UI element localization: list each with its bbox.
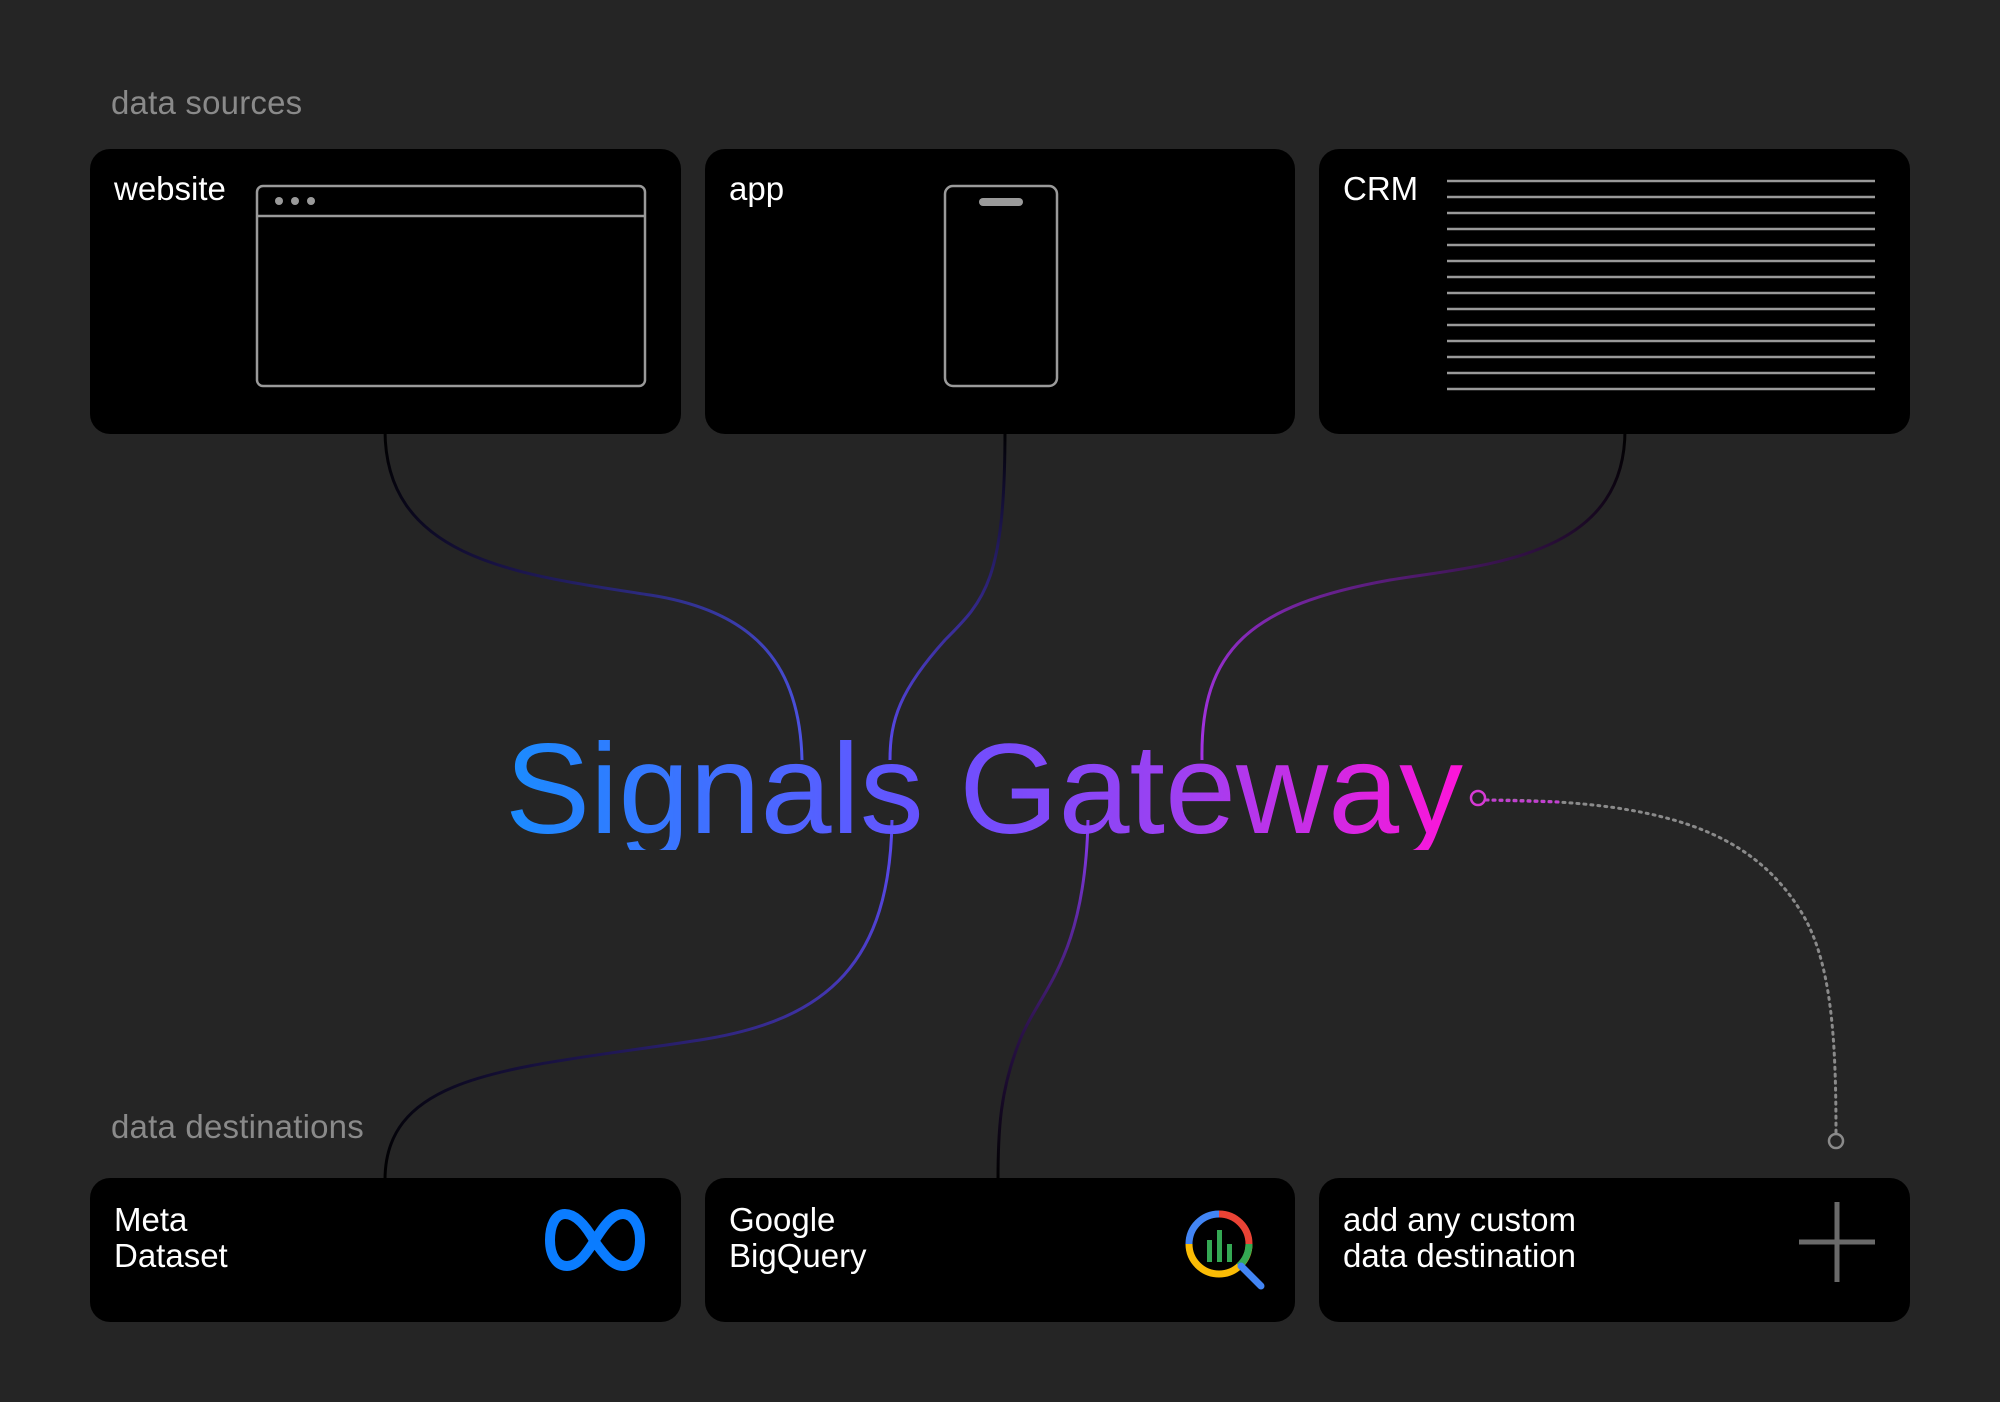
wire-website — [383, 429, 804, 761]
wire-meta — [383, 819, 894, 1181]
destinations-heading: data destinations — [111, 1108, 364, 1145]
wire-crm — [1200, 429, 1627, 761]
source-card-website[interactable]: website — [90, 149, 681, 434]
connector-node-start — [1469, 789, 1487, 807]
plus-icon[interactable] — [1797, 1200, 1877, 1284]
source-card-app[interactable]: app — [705, 149, 1295, 434]
bigquery-logo-icon — [1185, 1210, 1265, 1290]
destination-card-meta[interactable]: Meta Dataset — [90, 1178, 681, 1322]
browser-window-icon — [255, 184, 647, 388]
meta-logo-icon — [545, 1209, 645, 1271]
destination-card-custom[interactable]: add any custom data destination — [1319, 1178, 1910, 1322]
destination-label-meta: Meta Dataset — [114, 1201, 228, 1274]
phone-icon — [943, 184, 1059, 388]
sources-heading: data sources — [111, 84, 303, 121]
source-label-app: app — [729, 170, 785, 207]
wire-bigquery — [996, 819, 1090, 1181]
lines-list-icon — [1447, 179, 1875, 391]
destination-label-custom: add any custom data destination — [1343, 1201, 1577, 1274]
source-card-crm[interactable]: CRM — [1319, 149, 1910, 434]
source-label-crm: CRM — [1343, 170, 1419, 207]
wire-custom-dotted — [1484, 798, 1838, 1137]
signals-gateway-title: Signals Gateway — [505, 718, 1463, 850]
connector-node-end — [1827, 1132, 1845, 1150]
destination-card-bigquery[interactable]: Google BigQuery — [705, 1178, 1295, 1322]
destination-label-bigquery: Google BigQuery — [729, 1201, 867, 1274]
source-label-website: website — [114, 170, 226, 207]
svg-text:Signals Gateway: Signals Gateway — [505, 718, 1463, 850]
wire-app — [888, 429, 1007, 761]
